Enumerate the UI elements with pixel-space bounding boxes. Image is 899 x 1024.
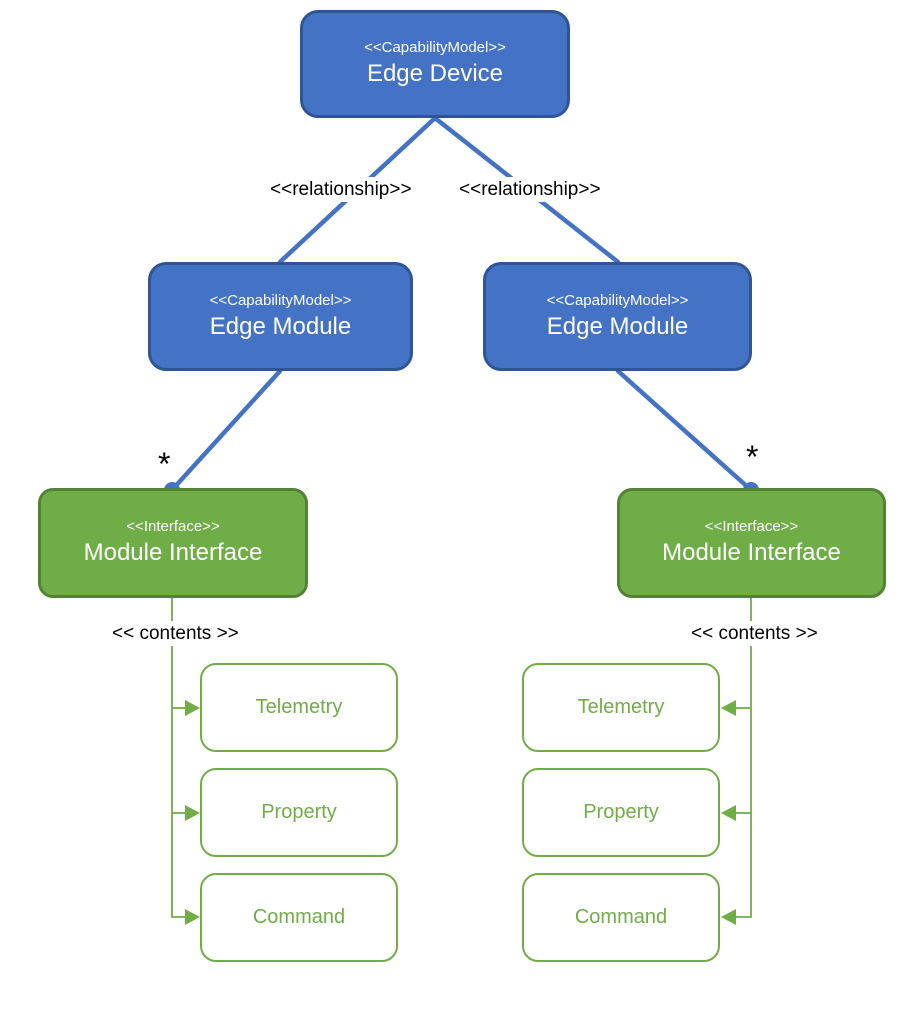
contents-label-right: << contents >> [685,621,818,646]
arrowhead-icon [721,909,736,925]
node-stereotype: <<Interface>> [126,518,220,536]
child-node-command-right: Command [522,873,720,962]
arrowhead-icon [185,909,200,925]
relationship-label-right: <<relationship>> [453,177,603,202]
node-edge-device: <<CapabilityModel>> Edge Device [300,10,570,118]
child-label: Property [261,801,337,823]
node-title: Module Interface [662,539,841,567]
interface-line-right [615,368,754,493]
arrowhead-icon [721,700,736,716]
arrowhead-icon [185,700,200,716]
child-node-property-left: Property [200,768,398,857]
node-title: Edge Module [546,312,689,340]
child-node-command-left: Command [200,873,398,962]
node-module-interface-right: <<Interface>> Module Interface [617,488,886,598]
multiplicity-star-right: * [746,439,759,475]
child-label: Command [574,906,668,928]
node-title: Edge Module [209,312,352,340]
child-node-telemetry-right: Telemetry [522,663,720,752]
multiplicity-star-left: * [158,446,171,482]
child-node-property-right: Property [522,768,720,857]
relationship-label-left: <<relationship>> [264,177,414,202]
node-module-interface-left: <<Interface>> Module Interface [38,488,308,598]
arrowhead-icon [721,805,736,821]
child-label: Property [583,801,659,823]
child-node-telemetry-left: Telemetry [200,663,398,752]
child-label: Telemetry [577,696,665,718]
node-title: Edge Device [366,60,504,88]
node-edge-module-left: <<CapabilityModel>> Edge Module [148,262,413,371]
node-stereotype: <<CapabilityModel>> [546,291,689,309]
node-stereotype: <<CapabilityModel>> [364,39,506,57]
node-stereotype: <<CapabilityModel>> [209,291,352,309]
child-label: Command [252,906,346,928]
contents-label-left: << contents >> [106,621,239,646]
arrowhead-icon [185,805,200,821]
child-label: Telemetry [255,696,343,718]
contents-trunk-right [735,598,752,918]
node-title: Module Interface [83,539,263,567]
interface-line-left [169,368,283,493]
contents-trunk-left [171,598,186,918]
node-edge-module-right: <<CapabilityModel>> Edge Module [483,262,752,371]
node-stereotype: <<Interface>> [704,518,799,536]
